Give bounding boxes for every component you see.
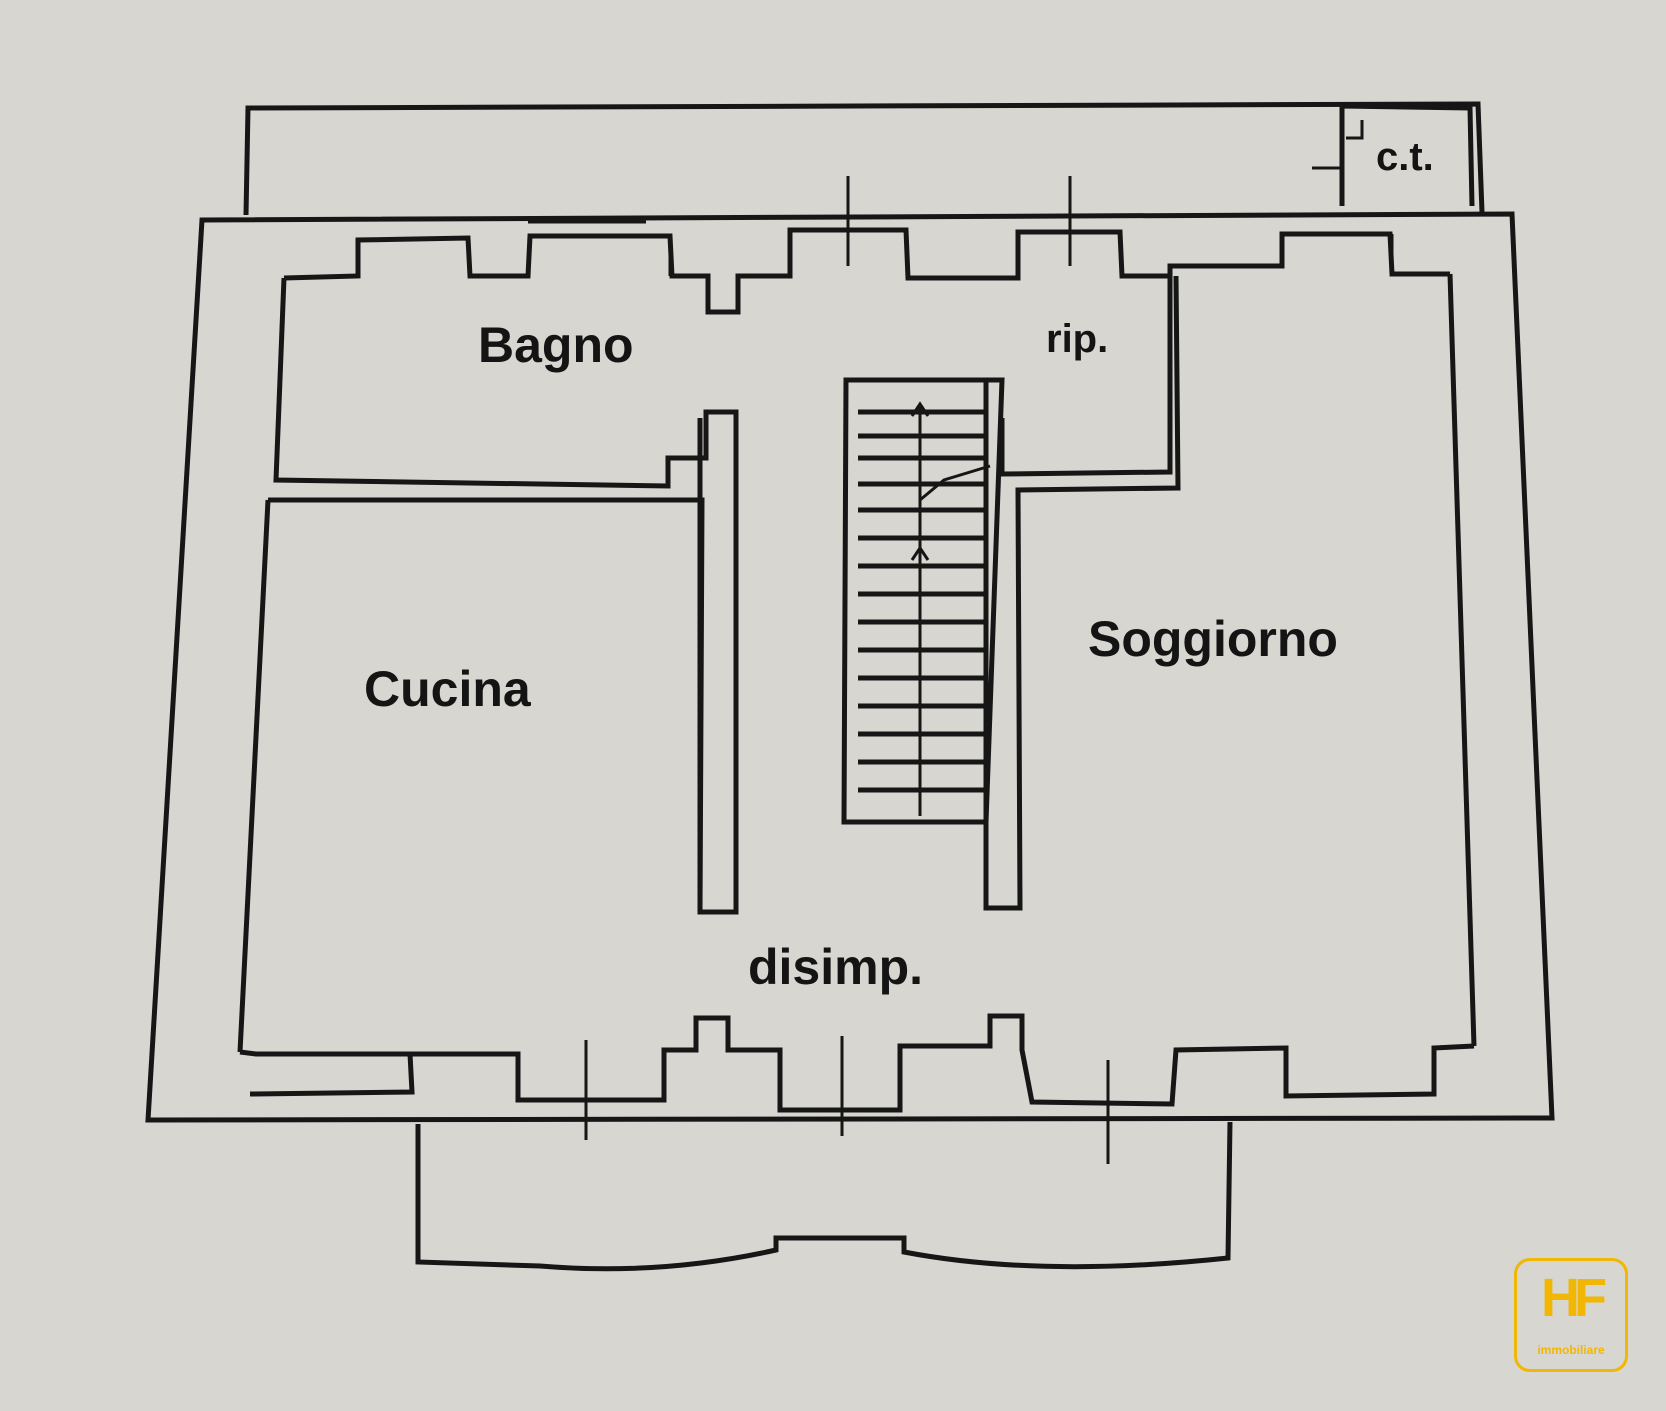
room-label-rip: rip. [1046,317,1108,361]
room-label-soggiorno: Soggiorno [1088,611,1338,667]
logo-mark: HF [1541,1268,1607,1328]
staircase [841,377,1005,825]
room-label-cucina: Cucina [364,661,532,717]
door-marks [584,176,1110,1164]
rip-walls [983,275,1181,911]
bagno-walls [273,277,739,915]
hf-immobiliare-logo: HF immobiliare [1514,1258,1628,1372]
terrace [415,1121,1233,1272]
outer-wall [145,211,1555,1123]
top-annex [243,101,1485,216]
room-label-bagno: Bagno [478,317,634,373]
room-label-ct: c.t. [1376,135,1434,179]
logo-subtitle: immobiliare [1537,1343,1605,1357]
cucina-walls [237,497,705,1053]
inner-top-wall [283,220,1450,315]
inner-bottom-wall [239,1013,1475,1113]
soggiorno-walls [1447,273,1477,1047]
room-label-disimp: disimp. [748,939,923,995]
